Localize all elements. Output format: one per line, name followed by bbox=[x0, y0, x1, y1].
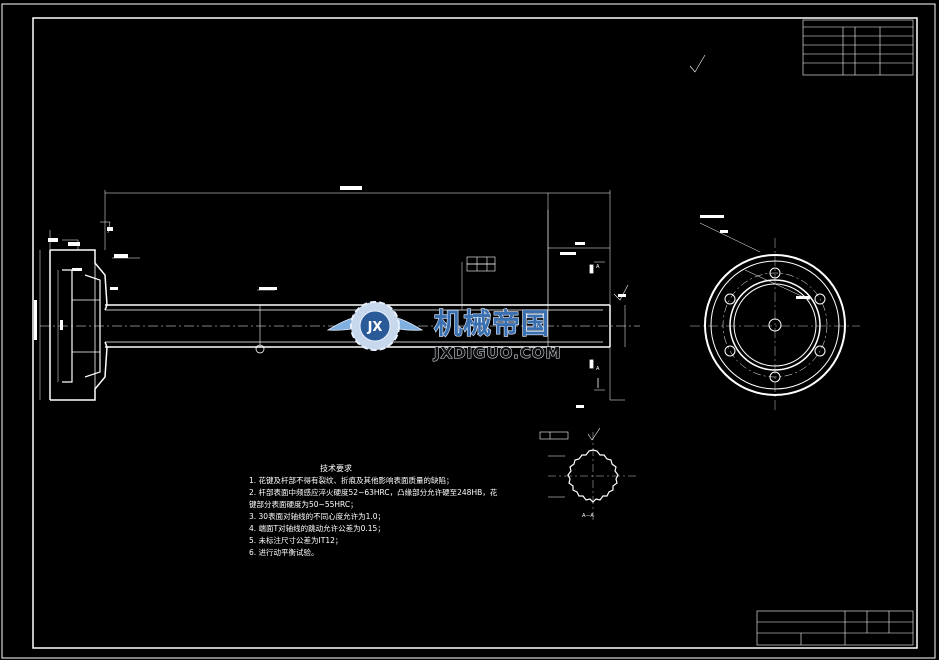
spline-section-a-a bbox=[548, 432, 638, 520]
surface-finish-marks bbox=[587, 54, 706, 441]
flange-end-view bbox=[690, 222, 860, 412]
tech-requirement-1: 1. 花键及杆部不得有裂纹、折痕及其他影响表面质量的缺陷； bbox=[249, 475, 454, 485]
tech-requirement-2-cont: 键部分表面硬度为50~55HRC； bbox=[249, 499, 358, 509]
tech-requirement-5: 5. 未标注尺寸公差为IT12； bbox=[249, 535, 342, 545]
parameter-table bbox=[802, 19, 914, 76]
section-mark-bottom: A bbox=[596, 366, 600, 372]
datum-markers bbox=[255, 264, 599, 388]
section-mark-top: A bbox=[596, 264, 600, 270]
tech-requirement-3: 3. 30表面对轴线的不同心度允许为1.0； bbox=[249, 511, 385, 521]
watermark-chinese: 机械帝国 bbox=[434, 307, 550, 340]
title-block bbox=[756, 610, 914, 646]
tech-requirement-4: 4. 端面T对轴线的跳动允许公差为0.15； bbox=[249, 523, 385, 533]
watermark-logo-text: JX bbox=[367, 320, 383, 335]
watermark-url: JXDIGUO.COM bbox=[433, 344, 561, 362]
tolerance-frames bbox=[466, 256, 569, 440]
section-label: A—A bbox=[582, 513, 594, 519]
inner-border bbox=[32, 17, 918, 649]
tech-requirement-2: 2. 杆部表面中频感应淬火硬度52~63HRC，凸缘部分允许硬至248HB，花 bbox=[249, 487, 498, 497]
watermark-logo: JX bbox=[326, 301, 424, 351]
dimension-lines bbox=[39, 190, 626, 401]
tech-requirements-title: 技术要求 bbox=[320, 463, 352, 473]
dimension-text-marks bbox=[34, 186, 810, 408]
outer-border bbox=[1, 3, 936, 659]
tech-requirement-6: 6. 进行动平衡试验。 bbox=[249, 547, 319, 557]
half-shaft-front-view bbox=[40, 249, 640, 401]
